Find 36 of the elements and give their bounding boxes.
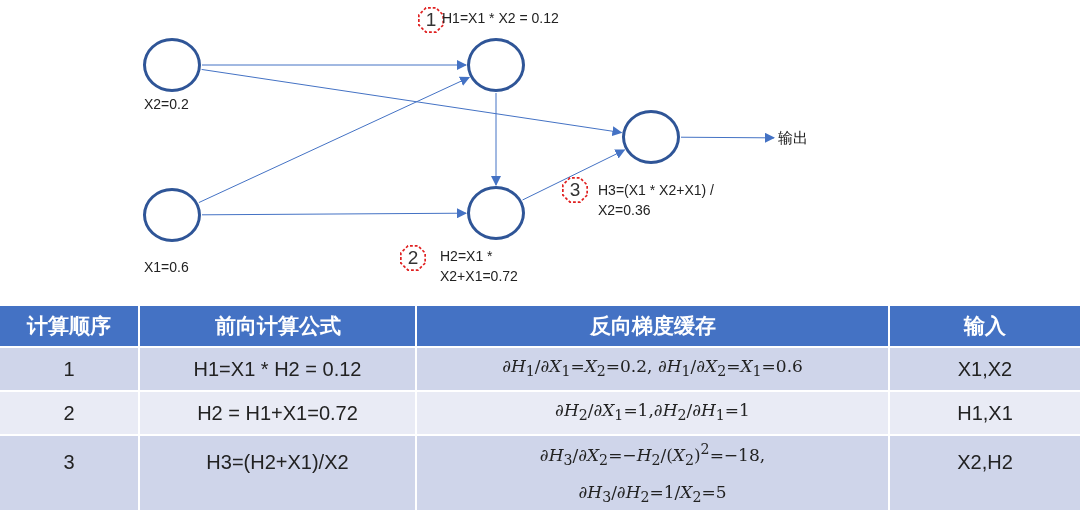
neuron-circle [143,38,201,92]
table-cell: X2,H2 [890,436,1080,510]
table-cell: H3=(H2+X1)/X2 [140,436,415,510]
callout-number: 2 [399,244,427,272]
formula-text: X2=0.2 [144,95,189,114]
header-cell: 前向计算公式 [140,306,415,346]
arrow [522,149,626,201]
neuron-circle [143,188,201,242]
header-cell: 反向梯度缓存 [417,306,888,346]
formula-text: H2=X1 * X2+X1=0.72 [440,247,519,286]
formula-text: H1=X1 * X2 = 0.12 [442,9,559,28]
table-cell: 1 [0,348,138,390]
table-cell: H1,X1 [890,392,1080,434]
neuron-circle [622,110,680,164]
formula-text: X1=0.6 [144,258,189,277]
table-cell: 2 [0,392,138,434]
arrow [198,76,471,204]
formula-text: H3=(X1 * X2+X1) / X2=0.36 [598,181,715,220]
header-cell: 计算顺序 [0,306,138,346]
table-cell: ∂H$_{3}$/∂X$_{2}$=−H$_{2}$/(X$_{2}$)$^{2}$=−18, ∂H$_{3}$/∂H$_{2}$=1/X$_{2}$=5 [417,436,888,510]
table-cell: X1,X2 [890,348,1080,390]
table-cell: ∂H$_{1}$/∂X$_{1}$=X$_{2}$=0.2, ∂H$_{1}$/∂X$_{2}$=X$_{1}$=0.6 [417,348,888,390]
header-cell: 输入 [890,306,1080,346]
callout-number: 3 [561,176,589,204]
arrow [201,208,467,219]
arrow [201,60,467,70]
table-cell: H1=X1 * H2 = 0.12 [140,348,415,390]
neuron-circle [467,186,525,240]
table-cell: ∂H$_{2}$/∂X$_{1}$=1,∂H$_{2}$/∂H$_{1}$=1 [417,392,888,434]
arrow [680,132,775,143]
table-cell: H2 = H1+X1=0.72 [140,392,415,434]
neuron-circle [467,38,525,92]
output-label: 输出 [778,128,808,148]
arrow [491,92,501,186]
arrow [201,68,623,137]
table-cell: 3 [0,436,138,510]
